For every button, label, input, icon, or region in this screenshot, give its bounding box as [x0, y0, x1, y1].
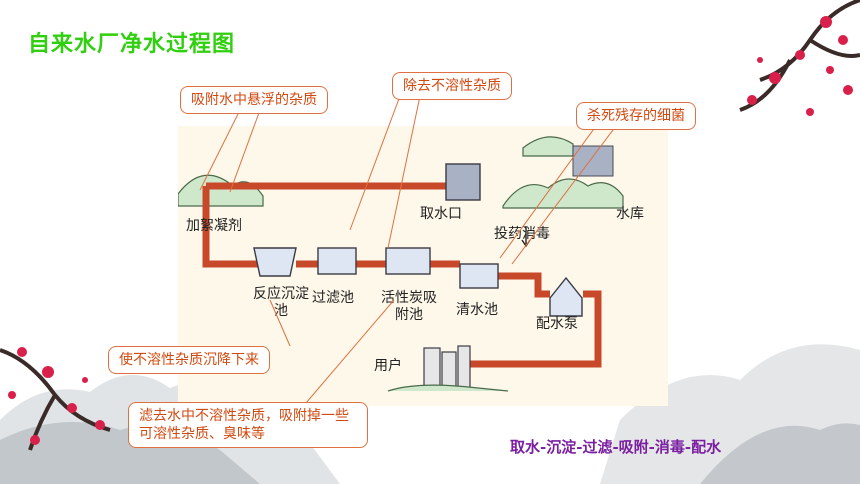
- label-clear-tank: 清水池: [456, 302, 498, 318]
- label-settling-tank: 反应沉淀池: [253, 286, 309, 319]
- carbon-tank: [385, 247, 431, 275]
- pipe-down-left: [202, 186, 268, 268]
- label-filter-tank: 过滤池: [312, 290, 354, 306]
- leader-settle: [269, 299, 291, 347]
- callout-kill-bacteria: 杀死残存的细菌: [576, 102, 696, 130]
- label-intake: 取水口: [420, 206, 462, 222]
- leader-kill: [499, 125, 617, 265]
- process-summary: 取水-沉淀-过滤-吸附-消毒-配水: [510, 438, 722, 456]
- pipe-to-pump: [498, 272, 550, 298]
- callout-filter-adsorb: 滤去水中不溶性杂质，吸附掉一些可溶性杂质、臭味等: [128, 402, 368, 448]
- pipe-network: [202, 182, 602, 368]
- label-user: 用户: [374, 358, 402, 374]
- leader-filter: [299, 299, 395, 411]
- plum-blossoms-top-right: [747, 16, 853, 116]
- callout-settle-insoluble: 使不溶性杂质沉降下来: [108, 346, 270, 374]
- intake-box: [445, 163, 481, 201]
- page-title: 自来水厂净水过程图: [28, 32, 236, 57]
- plum-blossoms-left: [8, 347, 105, 445]
- settling-tank: [253, 247, 297, 277]
- label-coagulant: 加絮凝剂: [186, 218, 242, 234]
- filter-tank: [317, 247, 357, 275]
- callout-adsorb-suspended: 吸附水中悬浮的杂质: [180, 86, 328, 114]
- label-carbon-tank: 活性炭吸附池: [381, 290, 437, 323]
- label-pump: 配水泵: [536, 316, 578, 332]
- clear-tank: [459, 263, 499, 289]
- ink-mountain-right: [600, 344, 860, 484]
- plum-branch-top-right: [739, 0, 860, 112]
- tanks: [253, 247, 499, 289]
- pump-house: [549, 276, 583, 317]
- user-ground: [387, 384, 509, 392]
- leader-adsorb: [199, 109, 261, 193]
- pipe-to-user: [468, 290, 602, 368]
- callout-remove-insoluble: 除去不溶性杂质: [392, 72, 512, 100]
- leader-remove: [349, 95, 421, 249]
- plum-branch-left: [0, 348, 111, 451]
- label-reservoir: 水库: [616, 206, 644, 222]
- label-disinfect: 投药消毒: [494, 226, 550, 242]
- reservoir-water: [572, 145, 614, 177]
- ink-mountain-right-2: [700, 423, 860, 484]
